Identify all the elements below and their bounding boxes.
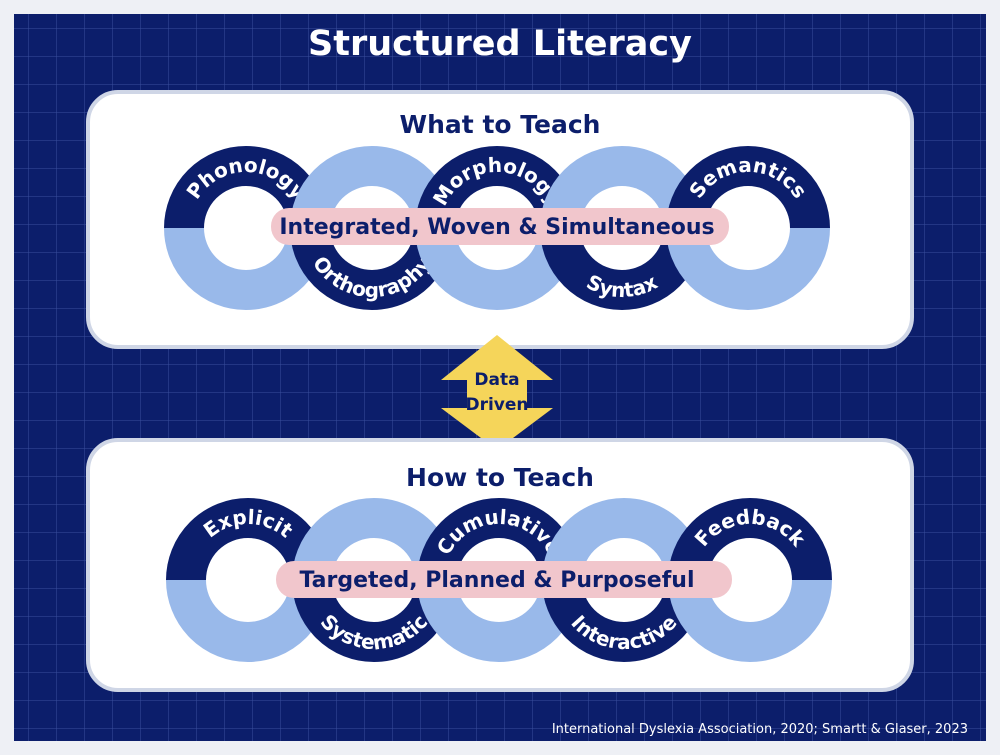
ring-bottom-half	[668, 579, 832, 662]
ring-feedback: Feedback	[668, 498, 832, 662]
data-driven-arrow: Data Driven	[441, 335, 553, 450]
source-credit: International Dyslexia Association, 2020…	[552, 722, 968, 737]
what-to-teach-heading: What to Teach	[400, 110, 601, 139]
how-band	[276, 561, 732, 598]
ring-bottom-half	[666, 227, 830, 310]
arrow-label-line2: Driven	[465, 395, 528, 415]
page-title: Structured Literacy	[308, 24, 692, 64]
what-band	[271, 208, 729, 245]
how-to-teach-heading: How to Teach	[406, 463, 594, 492]
ring-semantics: Semantics	[666, 146, 830, 310]
what-to-teach-panel: What to Teach PhonologyOrthographyMorpho…	[86, 90, 914, 349]
how-band-label: Targeted, Planned & Purposeful	[299, 568, 694, 593]
how-to-teach-panel: How to Teach ExplicitSystematicCumulativ…	[86, 438, 914, 692]
ring-top-half	[666, 146, 830, 229]
ring-top-half	[668, 498, 832, 581]
arrow-label-line1: Data	[474, 370, 519, 390]
what-band-label: Integrated, Woven & Simultaneous	[279, 215, 714, 240]
how-rings-chain: ExplicitSystematicCumulativeInteractiveF…	[166, 498, 832, 662]
double-arrow-shape	[441, 335, 553, 450]
